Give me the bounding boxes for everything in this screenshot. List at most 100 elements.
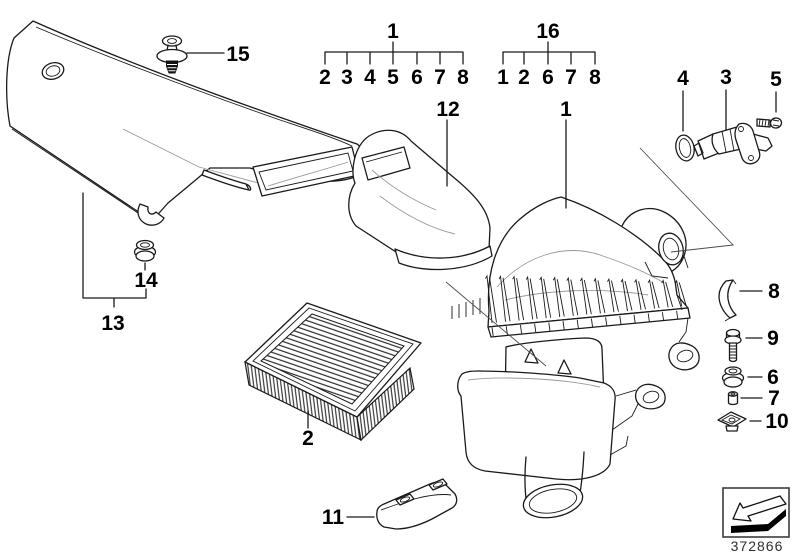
group1-child-8[interactable]: 8 (457, 66, 469, 89)
maf-flange (734, 122, 761, 165)
air-channel-drawing (6, 20, 368, 226)
ear-upper-hole (676, 349, 694, 363)
outlet-opening-inner (528, 488, 578, 514)
grommet14-top (135, 239, 155, 251)
filter-frame-inner (252, 307, 414, 412)
group16-bracket (502, 41, 596, 65)
bracket-group-16: 16 1 2 6 7 8 (497, 20, 601, 89)
group1-parent[interactable]: 1 (387, 20, 399, 43)
grommet-base (723, 376, 743, 388)
callout-7[interactable]: 7 (768, 387, 780, 410)
group16-child-1[interactable]: 1 (497, 66, 509, 89)
air-channel-mouth-shadow (267, 161, 349, 187)
housing-arm-lines (609, 294, 689, 456)
callout-14[interactable]: 14 (134, 269, 158, 292)
group1-child-2[interactable]: 2 (319, 66, 331, 89)
bracket-group-1: 1 2 3 4 5 6 7 8 (319, 20, 469, 89)
callouts: 15 12 1 4 3 5 8 9 6 7 10 2 11 13 14 (82, 43, 789, 529)
group16-child-6[interactable]: 6 (542, 66, 554, 89)
callout-2[interactable]: 2 (302, 427, 314, 450)
direction-arrow-icon (732, 495, 787, 522)
tray-clip-b (557, 359, 572, 375)
mount-ear-upper (668, 342, 700, 371)
callout-1[interactable]: 1 (560, 98, 572, 121)
callout-10[interactable]: 10 (765, 410, 788, 433)
callout-6[interactable]: 6 (767, 366, 779, 389)
group1-bracket (324, 41, 464, 65)
screw-head-hex (772, 119, 780, 127)
spacer-hole (730, 392, 736, 396)
group16-child-2[interactable]: 2 (518, 66, 530, 89)
group1-child-7[interactable]: 7 (434, 66, 446, 89)
clipnut-tab (725, 425, 739, 432)
silencer-housing-drawing (451, 196, 700, 519)
callout-11[interactable]: 11 (322, 506, 345, 529)
intake-duct-crease-b (371, 169, 437, 211)
o-ring-drawing (675, 134, 695, 162)
group16-child-8[interactable]: 8 (589, 66, 601, 89)
filter-skirt-right (356, 366, 415, 442)
rivet-head-inner (167, 38, 177, 44)
clip-body (718, 279, 737, 319)
callout-12[interactable]: 12 (436, 98, 459, 121)
grommet-14-drawing (133, 239, 157, 262)
cover-fins (485, 274, 687, 324)
air-channel-hook-tip (137, 203, 165, 226)
callout-15[interactable]: 15 (226, 43, 250, 66)
air-channel-flange-line (11, 128, 148, 220)
group1-child-3[interactable]: 3 (341, 66, 353, 89)
callout-5[interactable]: 5 (770, 68, 782, 91)
intake-duct-outline (348, 129, 491, 266)
ear-lower-hole (642, 390, 660, 404)
clipnut-fold (720, 414, 741, 425)
hex-bolt-drawing (724, 328, 742, 363)
screw-head (769, 117, 783, 129)
callout-4[interactable]: 4 (677, 67, 689, 90)
housing-cover-outline (487, 196, 689, 328)
mount-ridge (380, 494, 452, 511)
housing-port-inner (662, 237, 680, 261)
housing-left-ribs (451, 298, 481, 319)
group16-parent[interactable]: 16 (536, 20, 559, 43)
duct-to-housing-line (445, 281, 547, 367)
assembly-relation-lines (445, 147, 734, 367)
intake-duct-collar-line (365, 151, 403, 163)
group1-child-5[interactable]: 5 (387, 66, 399, 89)
housing-tub (457, 370, 616, 481)
grommet-hole (728, 368, 738, 374)
clip-foot (724, 279, 737, 322)
mount-tab-b-slot (432, 481, 444, 488)
grommet14-base (135, 250, 155, 262)
air-channel-fold-line (35, 26, 353, 147)
mount-ear-lower (634, 383, 666, 410)
sensor-to-port-line (639, 147, 734, 253)
arrow-shadow-diagonal (768, 509, 786, 531)
holder-clip-drawing (718, 279, 737, 322)
mount-tab-a-slot (399, 496, 411, 503)
clip-nut-drawing (717, 411, 747, 432)
cover-plateau-line (496, 250, 665, 288)
group1-child-6[interactable]: 6 (411, 66, 423, 89)
callout-8[interactable]: 8 (768, 280, 780, 303)
seam-rib-ticks (491, 310, 679, 337)
rubber-mount-drawing (376, 478, 458, 530)
diagram-stamp: 372866 (722, 487, 790, 554)
maf-body-lines (721, 128, 735, 153)
maf-flange-hole-b (748, 155, 754, 161)
callout-3[interactable]: 3 (720, 66, 732, 89)
tub-rim-line (467, 377, 601, 388)
intake-duct-crease-a (379, 195, 456, 235)
intake-duct-flange (394, 245, 493, 271)
group1-child-4[interactable]: 4 (364, 66, 376, 89)
bracket-line-13 (82, 192, 147, 308)
grommet-top (724, 366, 742, 376)
callout-13[interactable]: 13 (101, 312, 124, 335)
group16-child-7[interactable]: 7 (565, 66, 577, 89)
maf-flange-hole-a (738, 126, 744, 132)
sensor-screw-drawing (756, 117, 783, 129)
housing-seam-band (487, 307, 691, 338)
maf-sensor-drawing (693, 122, 773, 165)
callout-9[interactable]: 9 (767, 327, 779, 350)
